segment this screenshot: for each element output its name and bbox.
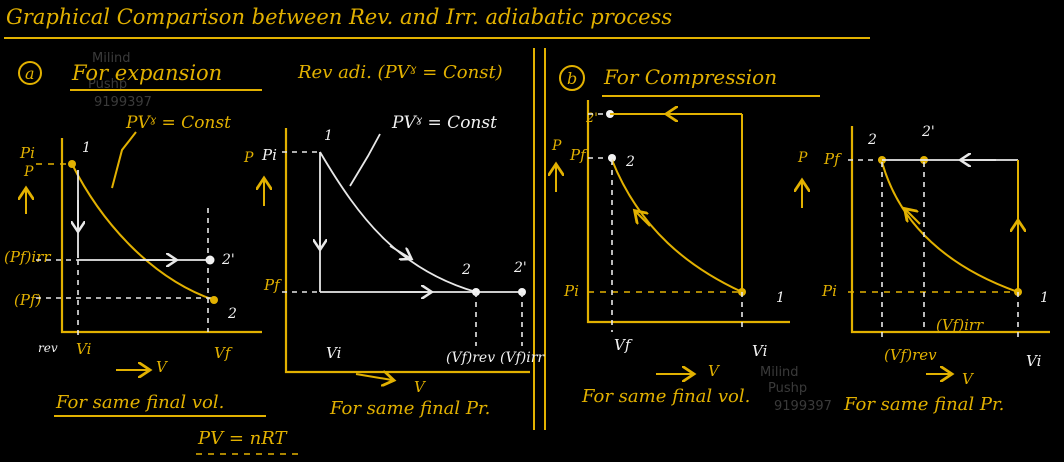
graph-1-expansion-same-final-volume: Pi P (Pf)irr (Pf) PVˠ = Const 1 2' 2 rev…	[4, 113, 300, 455]
graph-2-axes	[284, 128, 530, 374]
graph-4-vi-label: Vi	[1026, 352, 1042, 370]
graph-4-pi-label: Pi	[821, 282, 837, 300]
graph-1-v-label: V	[156, 358, 169, 376]
graph-4-point-2-prime: 2'	[921, 124, 935, 140]
graph-3-point-1: 1	[776, 290, 785, 306]
graph-1-curve-label: PVˠ = Const	[125, 113, 231, 133]
title: Graphical Comparison between Rev. and Ir…	[6, 5, 672, 29]
graph-2-caption: For same final Pr.	[329, 398, 490, 419]
graph-4-p-label: P	[797, 150, 808, 166]
graph-1-point-1: 1	[82, 140, 91, 156]
graph-1-adiabat-curve	[71, 163, 215, 301]
graph-2-curve-pointer	[349, 133, 381, 187]
graph-2-curve-arrow	[389, 245, 410, 258]
graph-1-pf-irr-label: (Pf)irr	[4, 248, 51, 266]
graph-4-axes	[850, 126, 1050, 334]
graph-4-adiabat-curve	[881, 161, 1019, 293]
graph-1-axes	[60, 138, 262, 334]
graph-3-state-2	[608, 154, 616, 162]
graph-3-v-label: V	[708, 362, 721, 380]
part-b-circle	[559, 65, 585, 91]
watermark-name: Milind	[760, 365, 799, 380]
watermark-sub: Pushp	[88, 77, 127, 92]
graph-3-adiabat-curve	[611, 159, 743, 293]
graph-3-point-2: 2	[625, 154, 635, 170]
graph-3-p-label: P	[551, 138, 562, 154]
graph-4-v-label: V	[962, 370, 975, 388]
graph-4-pf-label: Pf	[823, 150, 842, 168]
graph-3-curve-arrow	[636, 212, 651, 227]
graph-1-pf-label: (Pf)	[14, 291, 41, 309]
graph-3-axes	[586, 100, 790, 324]
graph-2-pf-label: Pf	[263, 276, 282, 294]
graph-1-rev-label: rev	[38, 341, 58, 355]
graph-1-pi-label: Pi	[19, 144, 35, 162]
watermark-phone: 9199397	[94, 95, 152, 110]
graph-2-curve-label: PVˠ = Const	[391, 113, 497, 133]
ideal-gas-equation: PV = nRT	[197, 428, 288, 449]
part-b-label: b	[567, 69, 577, 88]
graph-1-vf-label: Vf	[214, 344, 233, 362]
part-a-label: a	[25, 64, 35, 83]
watermark-right: Milind Pushp 9199397	[760, 365, 832, 414]
graph-2-vi-label: Vi	[326, 344, 342, 362]
graph-3-vf-label: Vf	[614, 336, 633, 354]
graph-3-pi-label: Pi	[563, 282, 579, 300]
graph-3-vi-label: Vi	[752, 342, 768, 360]
graph-4-compression-same-final-pressure: P Pf 2 2' Pi 1 (Vf)irr (Vf)rev Vi V For …	[797, 124, 1050, 415]
graph-1-p-label: P	[23, 164, 34, 180]
graph-2-v-arrow	[355, 374, 392, 380]
graph-4-curve-arrow	[906, 210, 921, 225]
watermark-left: Milind Pushp 9199397	[88, 51, 152, 110]
watermark-name: Milind	[92, 51, 131, 66]
rev-adiabatic-note: Rev adi. (PVˠ = Const)	[297, 62, 503, 83]
graph-1-vi-label: Vi	[76, 340, 92, 358]
graph-1-caption: For same final vol.	[55, 392, 224, 413]
part-a-circle	[18, 61, 42, 85]
graph-1-point-2: 2	[227, 306, 237, 322]
graph-2-point-2-prime: 2'	[513, 260, 527, 276]
part-b-heading: For Compression	[603, 65, 777, 89]
graph-1-curve-pointer	[111, 131, 137, 189]
graph-2-vf-rev-label: (Vf)rev	[446, 350, 495, 366]
graph-3-compression-same-final-volume: P Pf 2' 2 Pi 1 Vf Vi V For same final vo…	[551, 100, 790, 407]
watermark-sub: Pushp	[768, 381, 807, 396]
graph-4-vf-rev-label: (Vf)rev	[884, 346, 937, 364]
graph-4-caption: For same final Pr.	[843, 394, 1004, 415]
graph-1-point-2-prime: 2'	[221, 252, 235, 268]
graph-2-p-label: P	[243, 150, 254, 166]
graph-4-point-2: 2	[867, 132, 877, 148]
graph-2-expansion-same-final-pressure: P Pi 1 PVˠ = Const Pf 2 2' Vi (Vf)rev (V…	[243, 113, 545, 419]
graph-2-point-1: 1	[324, 128, 333, 144]
graph-2-point-2: 2	[461, 262, 471, 278]
graph-3-pf-label: Pf	[569, 146, 588, 164]
graph-2-adiabat-curve	[319, 151, 477, 293]
graph-4-vf-irr-label: (Vf)irr	[936, 316, 984, 334]
graph-2-vf-irr-label: (Vf)irr	[500, 350, 545, 366]
graph-4-point-1: 1	[1040, 290, 1049, 306]
graph-1-state-2	[210, 296, 218, 304]
graph-2-v-label: V	[414, 378, 427, 396]
part-a-heading: For expansion	[71, 61, 222, 85]
graph-3-caption: For same final vol.	[581, 386, 750, 407]
graph-1-state-2-prime	[205, 255, 215, 265]
watermark-phone: 9199397	[774, 399, 832, 414]
graph-2-pi-label: Pi	[261, 146, 277, 164]
